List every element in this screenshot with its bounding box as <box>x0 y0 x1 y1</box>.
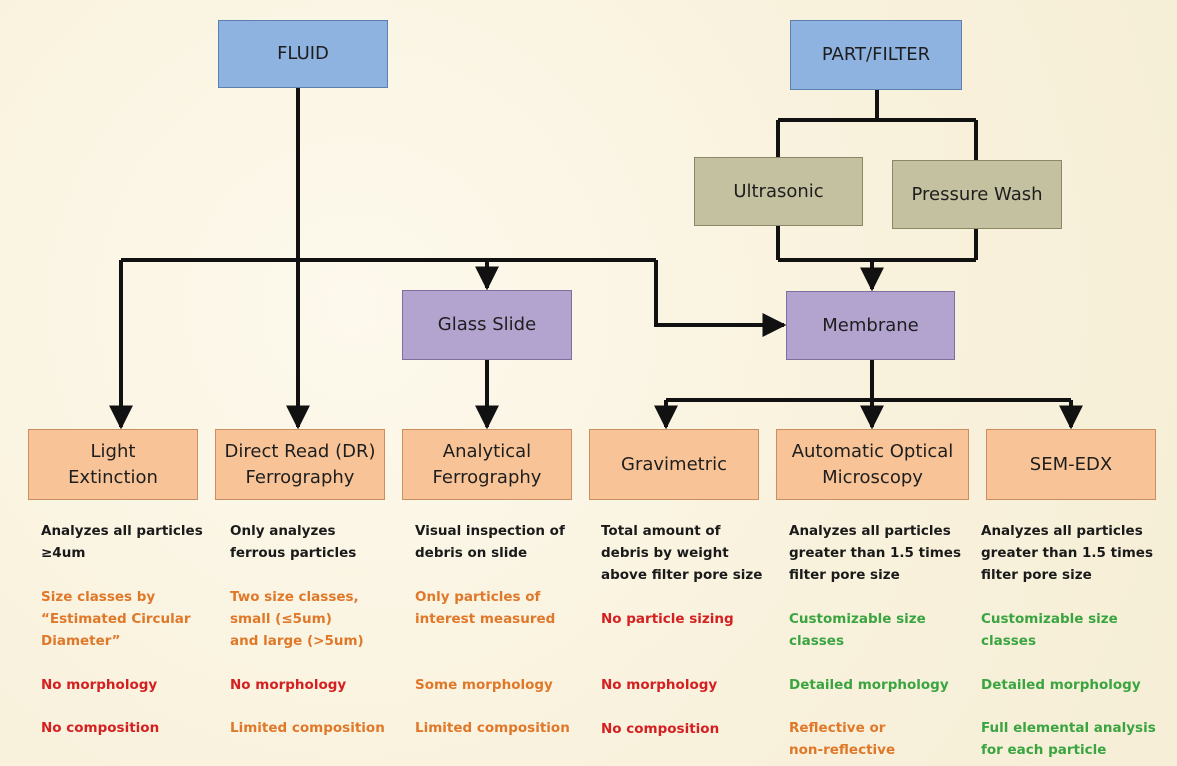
gravimetric-morphology: No morphology <box>601 677 718 693</box>
sem-edx-composition: Full elemental analysis for each particl… <box>981 720 1156 758</box>
sem-edx-morphology: Detailed morphology <box>981 677 1141 693</box>
membrane-box: Membrane <box>786 291 955 360</box>
method-box-light-extinction: Light Extinction <box>28 429 198 500</box>
part-filter-box: PART/FILTER <box>790 20 962 90</box>
light-extinction-composition: No composition <box>41 720 160 736</box>
aom-scope: Analyzes all particles greater than 1.5 … <box>789 523 961 583</box>
fluid-box: FLUID <box>218 20 388 88</box>
aom-sizing: Customizable size classes <box>789 611 926 649</box>
sem-edx-sizing: Customizable size classes <box>981 611 1118 649</box>
light-extinction-morphology: No morphology <box>41 677 158 693</box>
aom-composition: Reflective or non-reflective <box>789 720 896 758</box>
sem-edx-scope: Analyzes all particles greater than 1.5 … <box>981 523 1153 583</box>
dr-ferrography-morphology: No morphology <box>230 677 347 693</box>
analytical-ferrography-scope: Visual inspection of debris on slide <box>415 523 565 561</box>
analytical-ferrography-sizing: Only particles of interest measured <box>415 589 556 627</box>
analytical-ferrography-morphology: Some morphology <box>415 677 553 693</box>
dr-ferrography-scope: Only analyzes ferrous particles <box>230 523 357 561</box>
gravimetric-scope: Total amount of debris by weight above f… <box>601 523 763 583</box>
pressure-wash-box: Pressure Wash <box>892 160 1062 229</box>
method-box-automatic-optical-microscopy: Automatic Optical Microscopy <box>776 429 969 500</box>
light-extinction-sizing: Size classes by “Estimated Circular Diam… <box>41 589 191 649</box>
analytical-ferrography-composition: Limited composition <box>415 720 570 736</box>
ultrasonic-box: Ultrasonic <box>694 157 863 226</box>
gravimetric-sizing: No particle sizing <box>601 611 734 627</box>
light-extinction-scope: Analyzes all particles ≥4um <box>41 523 203 561</box>
gravimetric-composition: No composition <box>601 721 720 737</box>
glass-slide-box: Glass Slide <box>402 290 572 360</box>
method-box-dr-ferrography: Direct Read (DR) Ferrography <box>215 429 385 500</box>
method-box-gravimetric: Gravimetric <box>589 429 759 500</box>
aom-morphology: Detailed morphology <box>789 677 949 693</box>
dr-ferrography-sizing: Two size classes, small (≤5um) and large… <box>230 589 364 649</box>
method-box-analytical-ferrography: Analytical Ferrography <box>402 429 572 500</box>
method-box-sem-edx: SEM-EDX <box>986 429 1156 500</box>
fluid-to-membrane-connector <box>654 260 787 337</box>
dr-ferrography-composition: Limited composition <box>230 720 385 736</box>
